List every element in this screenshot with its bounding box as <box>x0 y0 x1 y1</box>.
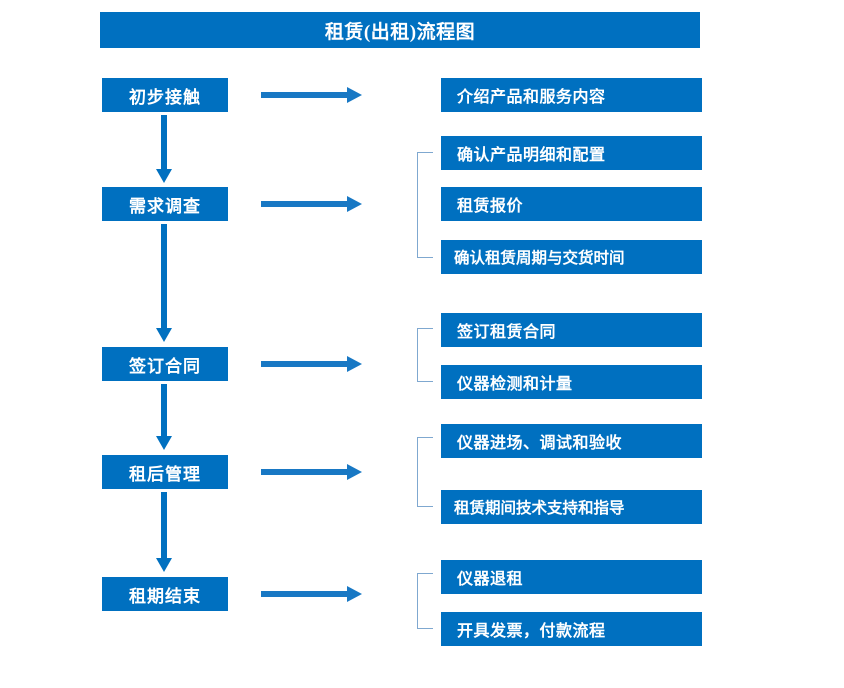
detail-box-9[interactable]: 仪器退租 <box>441 560 702 594</box>
right-arrow-3 <box>261 355 363 373</box>
right-arrow-5 <box>261 585 363 603</box>
detail-box-5[interactable]: 签订租赁合同 <box>441 313 702 347</box>
right-arrow-1 <box>261 86 363 104</box>
stage-box-1[interactable]: 初步接触 <box>102 78 228 112</box>
detail-box-3[interactable]: 租赁报价 <box>441 187 702 221</box>
detail-box-10[interactable]: 开具发票，付款流程 <box>441 612 702 646</box>
detail-box-2[interactable]: 确认产品明细和配置 <box>441 136 702 170</box>
detail-box-1[interactable]: 介绍产品和服务内容 <box>441 78 702 112</box>
detail-box-4[interactable]: 确认租赁周期与交货时间 <box>441 240 702 274</box>
detail-box-8[interactable]: 租赁期间技术支持和指导 <box>441 490 702 524</box>
group-bracket-1 <box>417 152 433 258</box>
group-bracket-3 <box>417 437 433 507</box>
right-arrow-4 <box>261 463 363 481</box>
stage-box-3[interactable]: 签订合同 <box>102 347 228 381</box>
group-bracket-4 <box>417 573 433 629</box>
detail-box-6[interactable]: 仪器检测和计量 <box>441 365 702 399</box>
down-arrow-3 <box>155 384 173 452</box>
down-arrow-1 <box>155 115 173 185</box>
group-bracket-2 <box>417 328 433 382</box>
down-arrow-2 <box>155 224 173 344</box>
down-arrow-4 <box>155 492 173 574</box>
detail-box-7[interactable]: 仪器进场、调试和验收 <box>441 424 702 458</box>
stage-box-4[interactable]: 租后管理 <box>102 455 228 489</box>
stage-box-5[interactable]: 租期结束 <box>102 577 228 611</box>
right-arrow-2 <box>261 195 363 213</box>
page-title: 租赁(出租)流程图 <box>100 12 700 48</box>
stage-box-2[interactable]: 需求调查 <box>102 187 228 221</box>
